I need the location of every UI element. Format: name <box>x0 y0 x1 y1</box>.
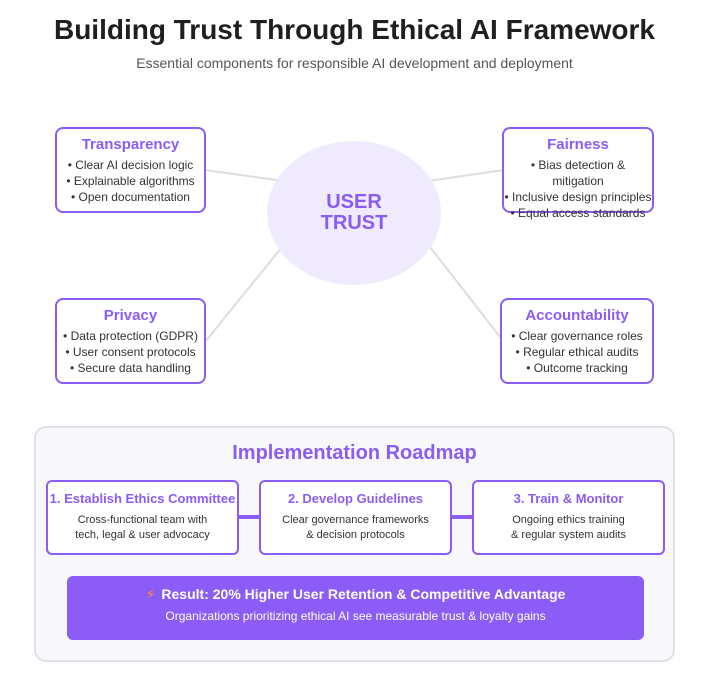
pillar-item: • Regular ethical audits <box>515 345 639 359</box>
page-title: Building Trust Through Ethical AI Framew… <box>53 14 655 45</box>
lightning-icon: ⚡ <box>145 586 156 602</box>
pillar-accountability: Accountability • Clear governance roles … <box>500 298 654 384</box>
pillar-title: Transparency <box>81 136 180 153</box>
pillar-item: • Open documentation <box>71 190 190 204</box>
pillar-item: • Equal access standards <box>510 206 646 220</box>
user-trust-circle: USER TRUST <box>267 141 441 285</box>
pillar-transparency: Transparency • Clear AI decision logic •… <box>55 127 206 213</box>
pillar-title: Privacy <box>103 307 158 324</box>
pillar-item: • Clear governance roles <box>511 329 643 343</box>
pillar-title: Fairness <box>547 136 609 153</box>
step-description-line1: Clear governance frameworks <box>282 514 429 526</box>
step-title: 1. Establish Ethics Committee <box>49 491 236 506</box>
step-connector <box>239 515 261 519</box>
line-transparency <box>204 169 284 182</box>
result-description: Organizations prioritizing ethical AI se… <box>165 609 546 623</box>
pillar-item: • Data protection (GDPR) <box>63 329 198 343</box>
roadmap-step-2: 2. Develop Guidelines Clear governance f… <box>259 480 452 555</box>
pillar-privacy: Privacy • Data protection (GDPR) • User … <box>55 298 206 384</box>
implementation-roadmap: Implementation Roadmap 1. Establish Ethi… <box>34 426 675 662</box>
pillar-fairness: Fairness • Bias detection & mitigation •… <box>502 127 654 220</box>
user-trust-line2: TRUST <box>320 212 388 234</box>
pillar-item: • Secure data handling <box>70 361 191 375</box>
roadmap-step-3: 3. Train & Monitor Ongoing ethics traini… <box>472 480 665 555</box>
result-banner: ⚡ Result: 20% Higher User Retention & Com… <box>67 576 644 640</box>
pillar-item: • Clear AI decision logic <box>67 158 194 172</box>
line-privacy <box>204 246 283 343</box>
step-description-line2: & regular system audits <box>511 529 626 541</box>
step-description-line2: & decision protocols <box>306 529 405 541</box>
line-fairness <box>427 169 505 182</box>
step-description-line2: tech, legal & user advocacy <box>75 529 210 541</box>
step-title: 3. Train & Monitor <box>513 491 624 506</box>
line-accountability <box>429 246 505 343</box>
step-description-line1: Cross-functional team with <box>77 514 208 526</box>
pillar-item: • Bias detection & mitigation <box>530 158 626 188</box>
pillar-item: • User consent protocols <box>65 345 196 359</box>
pillar-title: Accountability <box>525 307 629 324</box>
result-title: Result: 20% Higher User Retention & Comp… <box>161 586 566 602</box>
roadmap-step-1: 1. Establish Ethics Committee Cross-func… <box>46 480 239 555</box>
pillar-item: • Outcome tracking <box>526 361 628 375</box>
page-subtitle: Essential components for responsible AI … <box>136 55 573 71</box>
step-connector <box>452 515 474 519</box>
pillar-item: • Inclusive design principles <box>504 190 652 204</box>
step-title: 2. Develop Guidelines <box>287 491 424 506</box>
step-description-line1: Ongoing ethics training <box>512 514 625 526</box>
user-trust-line1: USER <box>326 191 382 213</box>
roadmap-title: Implementation Roadmap <box>232 442 477 464</box>
pillar-item: • Explainable algorithms <box>66 174 195 188</box>
